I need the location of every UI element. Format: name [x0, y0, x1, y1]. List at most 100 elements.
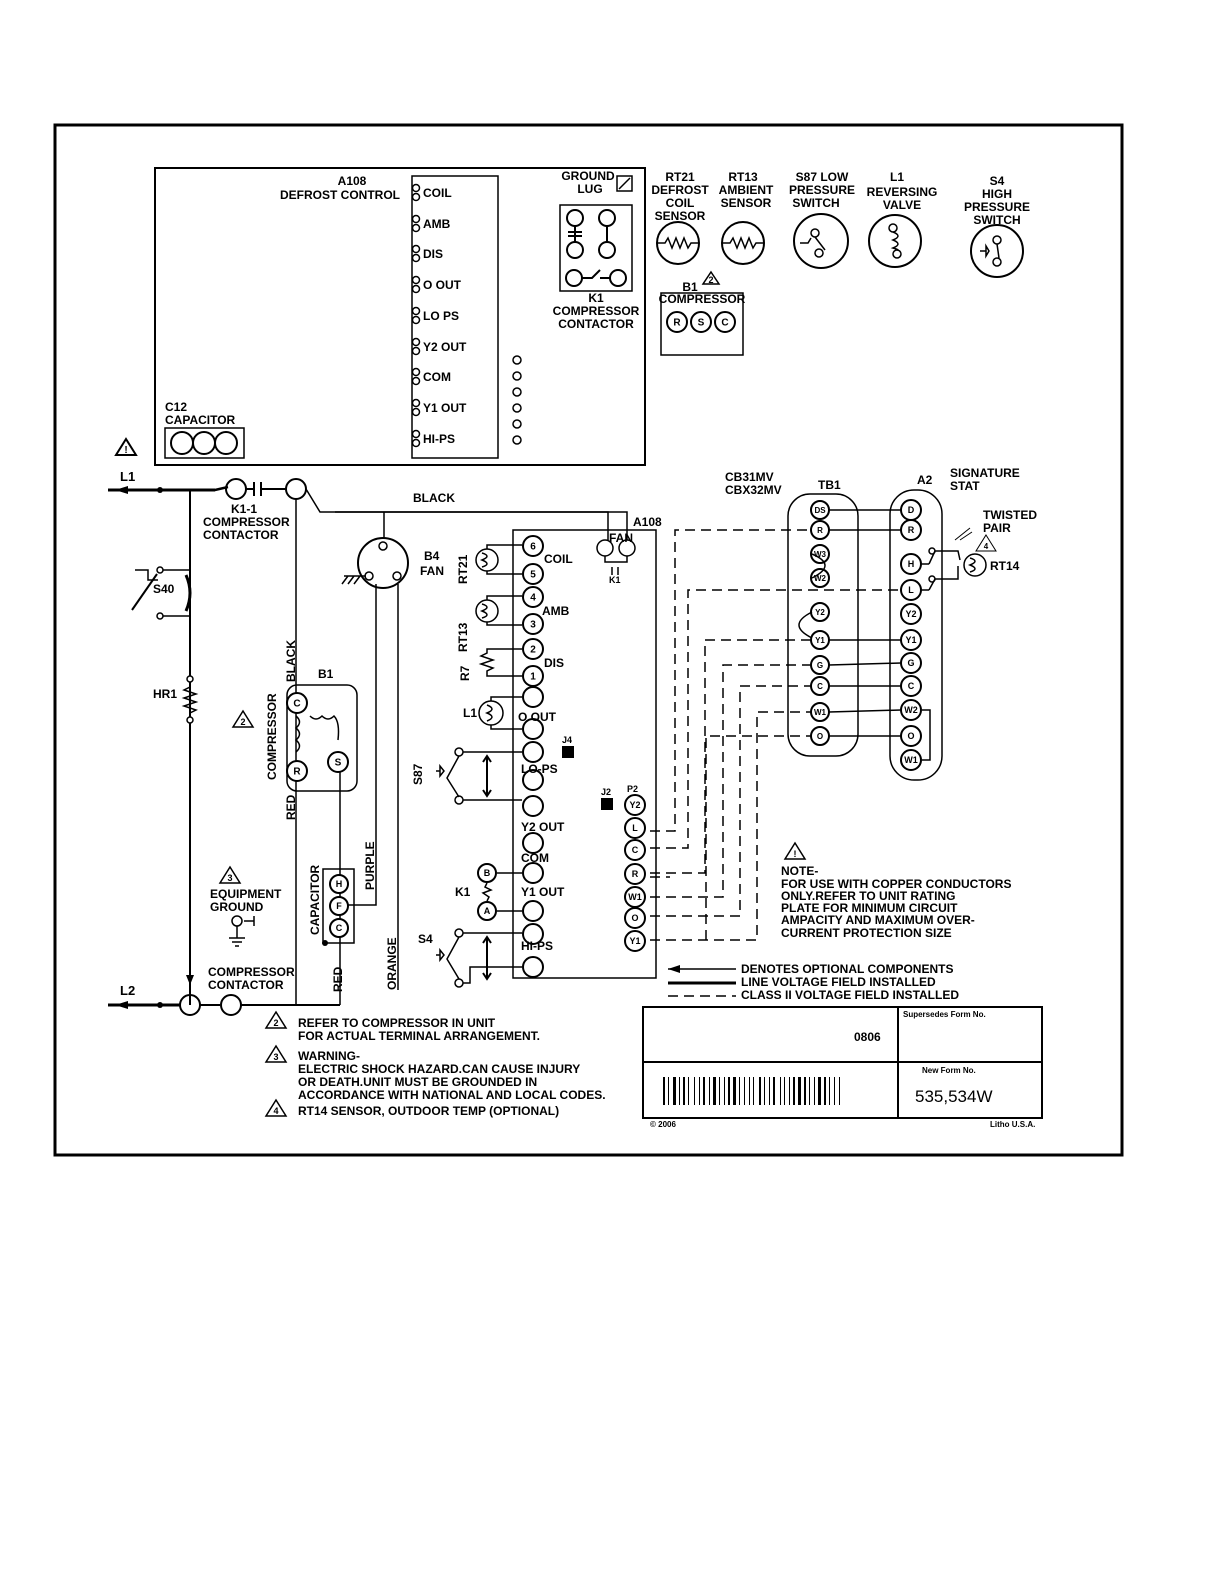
svg-text:HIGH: HIGH [982, 187, 1012, 201]
compressor-terminal: R [286, 760, 308, 782]
svg-text:O: O [817, 732, 823, 741]
c12-capacitor-box [164, 427, 245, 459]
r7-resistor: R7 [458, 648, 522, 681]
compressor-terminal: C [286, 692, 308, 714]
svg-text:AMPACITY AND MAXIMUM OVER-: AMPACITY AND MAXIMUM OVER- [781, 913, 975, 927]
diagram-border [53, 123, 1124, 1157]
svg-text:ACCORDANCE WITH NATIONAL AND L: ACCORDANCE WITH NATIONAL AND LOCAL CODES… [298, 1088, 606, 1102]
a108-pin [411, 429, 421, 439]
svg-text:WARNING-: WARNING- [298, 1049, 360, 1063]
svg-text:ELECTRIC SHOCK HAZARD.CAN CAUS: ELECTRIC SHOCK HAZARD.CAN CAUSE INJURY [298, 1062, 580, 1076]
svg-text:B4: B4 [424, 549, 440, 563]
hi-ps-label: HI-PS [521, 939, 553, 953]
a108-pin [512, 371, 522, 381]
svg-text:OR DEATH.UNIT MUST BE GROUNDED: OR DEATH.UNIT MUST BE GROUNDED IN [298, 1075, 537, 1089]
svg-text:A: A [484, 906, 491, 916]
svg-text:R: R [632, 869, 639, 879]
a2-name-sub: STAT [950, 479, 980, 493]
a108-pin [512, 355, 522, 365]
a108-pin [411, 315, 421, 325]
s4-high-pressure-switch: S4 HIGH PRESSURE SWITCH [964, 174, 1030, 278]
coil-terminal-label: COIL [544, 552, 573, 566]
svg-text:G: G [817, 661, 823, 670]
svg-text:RT13: RT13 [728, 170, 758, 184]
s87-switch: S87 LOW PRESSURE SWITCH [789, 170, 855, 269]
a108-open-pin [522, 686, 544, 708]
a2-terminal: Y1 [900, 629, 922, 651]
svg-text:G: G [907, 658, 914, 668]
svg-text:CLASS II VOLTAGE FIELD INSTALL: CLASS II VOLTAGE FIELD INSTALLED [741, 988, 959, 1002]
k1-sub: CONTACTOR [558, 317, 634, 331]
svg-text:PRESSURE: PRESSURE [789, 183, 855, 197]
svg-text:!: ! [794, 849, 797, 859]
a2-label: A2 [917, 473, 933, 487]
a108-open-pin [522, 769, 544, 791]
svg-text:2: 2 [240, 717, 245, 727]
svg-text:535,534W: 535,534W [915, 1087, 993, 1106]
svg-text:H: H [336, 879, 343, 889]
copper-conductor-note: ! NOTE- FOR USE WITH COPPER CONDUCTORS O… [781, 841, 1011, 940]
svg-text:A108: A108 [338, 174, 367, 188]
a108-numbered-pin: 5 [522, 563, 544, 585]
k1-1-sub: CONTACTOR [203, 528, 279, 542]
svg-text:0806: 0806 [854, 1030, 881, 1044]
svg-text:FOR ACTUAL TERMINAL ARRANGEMEN: FOR ACTUAL TERMINAL ARRANGEMENT. [298, 1029, 540, 1043]
j4-connector [562, 746, 574, 758]
svg-text:4: 4 [273, 1106, 278, 1116]
c12-terminal [170, 431, 194, 455]
a108-numbered-pin: 3 [522, 613, 544, 635]
svg-text:S4: S4 [418, 932, 433, 946]
svg-text:L1: L1 [463, 706, 477, 720]
svg-text:B1: B1 [682, 280, 698, 294]
a2-terminal: C [900, 675, 922, 697]
ground-lug-label: GROUND [561, 169, 615, 183]
a108-numbered-pin: 1 [522, 665, 544, 687]
black-wire-label: BLACK [413, 491, 455, 505]
rt21-sensor: RT21 DEFROST COIL SENSOR [651, 170, 709, 265]
ground-lug-icon [616, 175, 633, 192]
svg-text:S87 LOW: S87 LOW [796, 170, 849, 184]
p2-terminal: W1 [624, 886, 646, 908]
svg-text:W1: W1 [628, 892, 642, 902]
red-wire-label: RED [284, 794, 298, 820]
k1-1-sub: COMPRESSOR [203, 515, 290, 529]
svg-text:C: C [632, 845, 639, 855]
svg-text:Y1: Y1 [629, 936, 640, 946]
footnote-3: 3 WARNING- ELECTRIC SHOCK HAZARD.CAN CAU… [264, 1044, 606, 1102]
hr1-heater: HR1 [153, 675, 199, 724]
tb1-terminal-block [787, 493, 859, 757]
svg-text:DS: DS [814, 506, 826, 515]
l1-valve-coil: L1 [463, 696, 522, 730]
a108-pin [411, 438, 421, 448]
svg-text:PLATE FOR MINIMUM CIRCUIT: PLATE FOR MINIMUM CIRCUIT [781, 901, 958, 915]
svg-text:W1: W1 [814, 708, 827, 717]
svg-text:S: S [335, 758, 342, 769]
svg-text:DEFROST: DEFROST [651, 183, 709, 197]
tb1-to-a2-wiring [828, 509, 936, 737]
capacitor-terminal: H [329, 874, 349, 894]
fan-relay: FAN K1 [596, 531, 636, 585]
svg-text:W3: W3 [814, 550, 827, 559]
p2-terminal: C [624, 839, 646, 861]
a108-pin [512, 419, 522, 429]
svg-text:3: 3 [227, 873, 232, 883]
a108-pin [411, 192, 421, 202]
amb-terminal-label: AMB [542, 604, 570, 618]
a108-terminal-label: AMB [423, 217, 451, 231]
title-block: 0806 Supersedes Form No. New Form No. 53… [642, 1006, 1043, 1129]
tb1-terminal: DS [810, 500, 830, 520]
a108-pin [411, 214, 421, 224]
a108-open-pin [522, 795, 544, 817]
svg-text:AMBIENT: AMBIENT [719, 183, 774, 197]
a2-name: SIGNATURE [950, 466, 1020, 480]
a108-numbered-pin: 6 [522, 535, 544, 557]
capacitor-terminal: F [329, 896, 349, 916]
a108-pin [411, 398, 421, 408]
a108-pin-column [512, 355, 522, 445]
a108-pin [411, 367, 421, 377]
svg-text:W1: W1 [904, 755, 918, 765]
p2-terminal: Y2 [624, 794, 646, 816]
s40-thermostat: S40 [131, 566, 192, 620]
